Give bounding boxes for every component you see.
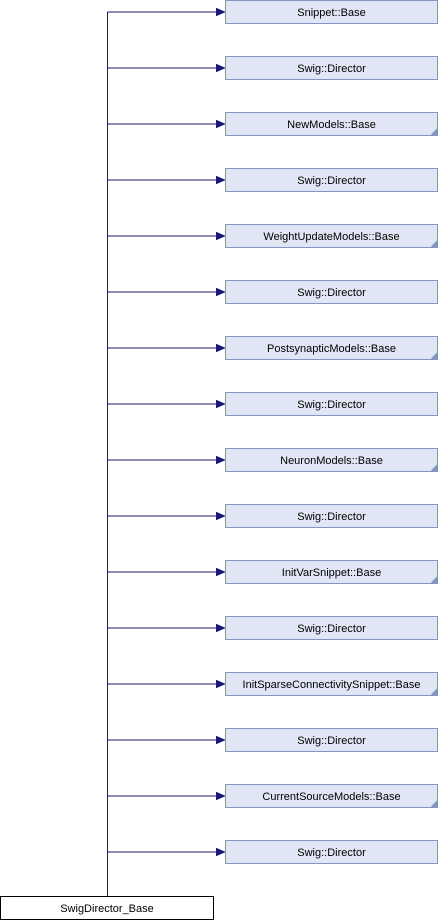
class-node-label: Swig::Director — [297, 623, 366, 635]
arrow-head — [216, 735, 226, 745]
class-node-currentsourcemodels-base[interactable]: CurrentSourceModels::Base — [225, 784, 438, 808]
arrow-head — [216, 847, 226, 857]
truncated-corner-icon — [430, 688, 437, 695]
truncated-corner-icon — [430, 464, 437, 471]
class-node-swig-director[interactable]: Swig::Director — [225, 840, 438, 864]
truncated-corner-icon — [430, 800, 437, 807]
class-node-label: CurrentSourceModels::Base — [262, 791, 400, 803]
class-node-label: Snippet::Base — [297, 7, 366, 19]
arrow-head — [216, 175, 226, 185]
root-class-node[interactable]: SwigDirector_Base — [0, 896, 214, 920]
class-node-swig-director[interactable]: Swig::Director — [225, 392, 438, 416]
class-node-weightupdatemodels-base[interactable]: WeightUpdateModels::Base — [225, 224, 438, 248]
class-node-label: Swig::Director — [297, 175, 366, 187]
arrow-head — [216, 511, 226, 521]
class-node-initsparseconnectivitysnippet-base[interactable]: InitSparseConnectivitySnippet::Base — [225, 672, 438, 696]
class-node-label: Swig::Director — [297, 399, 366, 411]
arrow-head — [216, 343, 226, 353]
class-node-label: Swig::Director — [297, 511, 366, 523]
class-node-neuronmodels-base[interactable]: NeuronModels::Base — [225, 448, 438, 472]
class-node-label: Swig::Director — [297, 847, 366, 859]
class-node-label: Swig::Director — [297, 735, 366, 747]
class-node-label: Swig::Director — [297, 287, 366, 299]
class-node-swig-director[interactable]: Swig::Director — [225, 728, 438, 752]
class-node-label: PostsynapticModels::Base — [267, 343, 396, 355]
class-node-initvarsnippet-base[interactable]: InitVarSnippet::Base — [225, 560, 438, 584]
class-node-swig-director[interactable]: Swig::Director — [225, 56, 438, 80]
arrow-head — [216, 119, 226, 129]
class-node-label: NewModels::Base — [287, 119, 376, 131]
arrow-head — [216, 7, 226, 17]
arrow-head — [216, 567, 226, 577]
arrow-head — [216, 791, 226, 801]
class-node-label: WeightUpdateModels::Base — [263, 231, 399, 243]
arrow-head — [216, 231, 226, 241]
class-node-swig-director[interactable]: Swig::Director — [225, 504, 438, 528]
arrow-head — [216, 63, 226, 73]
arrow-head — [216, 679, 226, 689]
root-class-label: SwigDirector_Base — [60, 903, 154, 915]
class-node-label: Swig::Director — [297, 63, 366, 75]
truncated-corner-icon — [430, 576, 437, 583]
truncated-corner-icon — [430, 128, 437, 135]
arrow-head — [216, 623, 226, 633]
class-node-swig-director[interactable]: Swig::Director — [225, 616, 438, 640]
truncated-corner-icon — [430, 352, 437, 359]
class-node-swig-director[interactable]: Swig::Director — [225, 168, 438, 192]
truncated-corner-icon — [430, 240, 437, 247]
arrow-head — [216, 399, 226, 409]
arrow-head — [216, 287, 226, 297]
class-node-newmodels-base[interactable]: NewModels::Base — [225, 112, 438, 136]
class-node-postsynapticmodels-base[interactable]: PostsynapticModels::Base — [225, 336, 438, 360]
class-node-label: InitSparseConnectivitySnippet::Base — [243, 679, 421, 691]
class-node-label: NeuronModels::Base — [280, 455, 383, 467]
arrow-head — [216, 455, 226, 465]
class-node-label: InitVarSnippet::Base — [282, 567, 381, 579]
class-node-snippet-base[interactable]: Snippet::Base — [225, 0, 438, 24]
class-node-swig-director[interactable]: Swig::Director — [225, 280, 438, 304]
